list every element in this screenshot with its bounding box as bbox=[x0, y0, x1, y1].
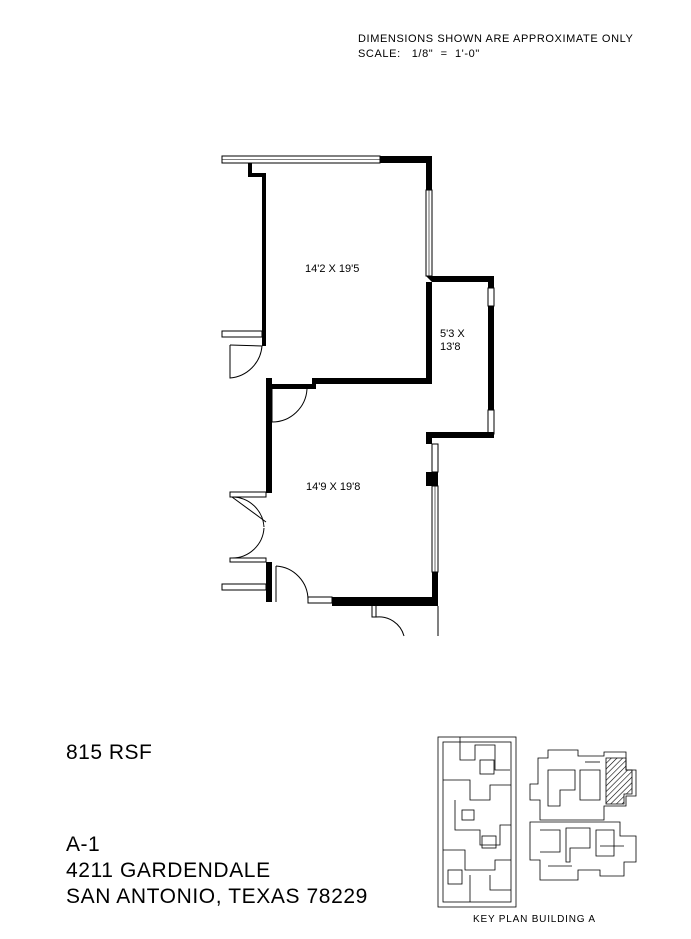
room-bottom-label: 14'9 X 19'8 bbox=[306, 481, 360, 493]
room-side-label-line1: 5'3 X bbox=[440, 328, 465, 340]
dimensions-note: DIMENSIONS SHOWN ARE APPROXIMATE ONLY bbox=[358, 33, 634, 45]
room-top-label: 14'2 X 19'5 bbox=[305, 263, 359, 275]
unit-number: A-1 bbox=[66, 833, 101, 856]
key-plan-graphic bbox=[437, 736, 637, 908]
room-top-walls bbox=[221, 155, 433, 423]
key-plan-highlight bbox=[605, 757, 633, 805]
rentable-square-feet: 815 RSF bbox=[66, 741, 153, 764]
street-address: 4211 GARDENDALE bbox=[66, 859, 271, 882]
scale-note: SCALE: 1/8" = 1'-0" bbox=[358, 48, 480, 60]
room-bottom-walls bbox=[221, 389, 439, 637]
key-plan-label: KEY PLAN BUILDING A bbox=[473, 914, 596, 925]
room-side-label-line2: 13'8 bbox=[440, 341, 460, 353]
room-side-walls bbox=[426, 276, 495, 444]
city-address: SAN ANTONIO, TEXAS 78229 bbox=[66, 885, 368, 908]
